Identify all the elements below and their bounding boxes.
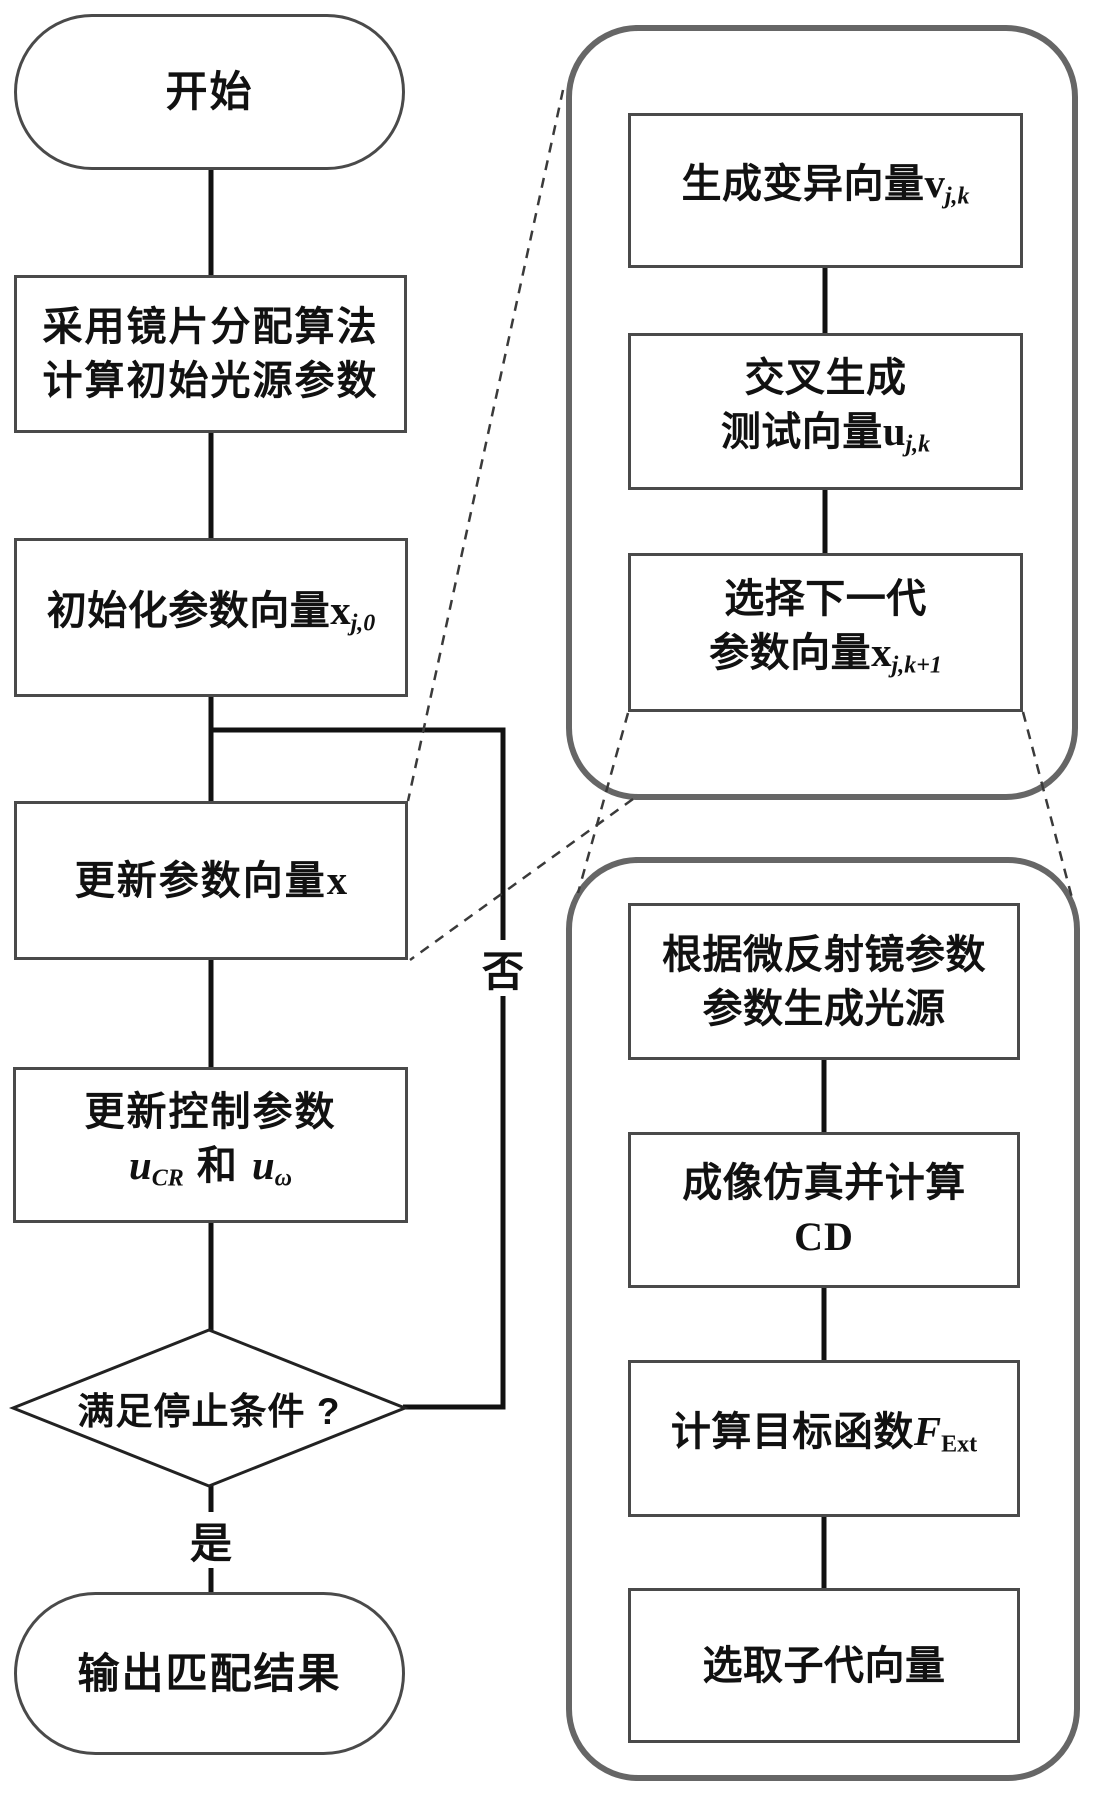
update-vector-box: 更新参数向量x — [14, 801, 408, 960]
decision-label: 满足停止条件 ? — [77, 1391, 341, 1432]
subscript-j0: j,0 — [350, 610, 376, 637]
var-f: F — [913, 1409, 942, 1455]
decision-diamond-shape — [8, 1328, 410, 1488]
yes-branch-label: 是 — [186, 1512, 236, 1568]
ctrl-box-formula: uCR 和 uω — [128, 1142, 293, 1192]
var-x: x — [330, 588, 351, 634]
ctrl-box-line1: 更新控制参数 — [84, 1089, 337, 1134]
imaging-simulation-box: 成像仿真并计算 CD — [628, 1132, 1020, 1288]
subscript-ext: Ext — [941, 1431, 978, 1458]
subscript-omega: ω — [274, 1165, 293, 1192]
subscript-jk: j,k — [905, 431, 931, 458]
update-control-box: 更新控制参数 uCR 和 uω — [13, 1067, 408, 1223]
var-x: x — [871, 630, 892, 676]
cd-label: CD — [794, 1214, 854, 1259]
subscript-jk: j,k — [944, 183, 970, 210]
crossover-box: 交叉生成 测试向量uj,k — [628, 333, 1023, 490]
update-box-formula: 更新参数向量x — [74, 857, 348, 903]
source-line1: 根据微反射镜参数 — [662, 932, 986, 977]
selection-box: 选择下一代 参数向量xj,k+1 — [628, 553, 1023, 712]
simulation-line1: 成像仿真并计算 — [682, 1161, 966, 1205]
crossover-line1: 交叉生成 — [744, 356, 907, 401]
var-v: v — [924, 161, 945, 207]
solid-connectors — [208, 169, 828, 1595]
stop-condition-decision: 满足停止条件 ? — [39, 1378, 379, 1438]
lens-box-line1: 采用镜片分配算法 — [42, 305, 379, 349]
mutation-vector-box: 生成变异向量vj,k — [628, 113, 1023, 268]
selection-line1: 选择下一代 — [724, 577, 927, 622]
init-vector-box: 初始化参数向量xj,0 — [14, 538, 408, 697]
var-u: u — [128, 1142, 152, 1188]
var-u: u — [882, 409, 906, 455]
objective-function-box: 计算目标函数FExt — [628, 1360, 1020, 1517]
var-u: u — [251, 1142, 275, 1188]
end-label: 输出匹配结果 — [77, 1649, 342, 1697]
lens-allocation-box: 采用镜片分配算法 计算初始光源参数 — [14, 275, 407, 433]
start-label: 开始 — [165, 68, 254, 115]
end-terminal: 输出匹配结果 — [14, 1592, 405, 1755]
init-box-formula: 初始化参数向量xj,0 — [46, 588, 376, 637]
start-terminal: 开始 — [14, 14, 405, 170]
source-line2: 参数生成光源 — [702, 986, 946, 1031]
subscript-cr: CR — [151, 1165, 184, 1192]
feedback-elbow — [211, 727, 506, 1410]
no-branch-label: 否 — [478, 940, 528, 996]
lens-box-line2: 计算初始光源参数 — [42, 359, 379, 403]
offspring-label: 选取子代向量 — [702, 1643, 946, 1688]
var-x: x — [326, 857, 348, 903]
offspring-selection-box: 选取子代向量 — [628, 1588, 1020, 1743]
dashed-callout-lines — [406, 89, 1074, 962]
source-generation-box: 根据微反射镜参数 参数生成光源 — [628, 903, 1020, 1060]
subscript-jk1: j,k+1 — [891, 652, 942, 679]
